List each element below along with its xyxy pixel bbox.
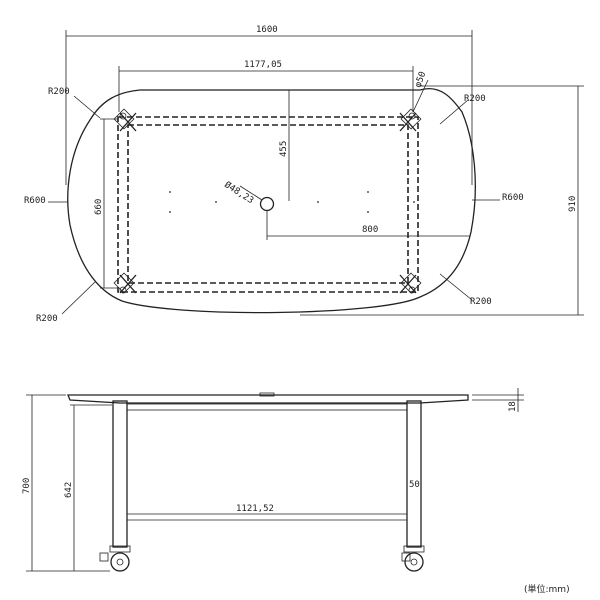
caster-left: [99, 545, 131, 572]
leg-marker-top-left: [113, 108, 137, 132]
dim-label-r200-bottom-left: R200: [36, 314, 58, 324]
leg-marker-bottom-left: [113, 272, 137, 294]
dim-label-660: 660: [94, 199, 104, 215]
dim-label-frame-width: 1177,05: [244, 60, 282, 70]
frame-dashed-outer: [117, 116, 419, 293]
cable-grommet-side: [259, 392, 275, 397]
dim-label-1600: 1600: [256, 25, 278, 35]
dim-width-1600: 1600: [65, 25, 473, 185]
leg-marker-bottom-right: [399, 272, 422, 294]
tabletop-side: [67, 394, 469, 404]
cable-hole: [259, 196, 275, 212]
leg-left: [112, 400, 128, 548]
dim-label-leg-50: 50: [409, 480, 420, 490]
frame-dashed-inner: [127, 124, 409, 284]
dim-frame-width: 1177,05: [118, 60, 414, 112]
leg-marker-top-right: [399, 108, 422, 132]
dim-label-642: 642: [64, 482, 74, 498]
reference-dots: [169, 191, 415, 213]
caster-right: [401, 545, 425, 572]
dim-label-r600-right: R600: [502, 193, 524, 203]
dim-label-455: 455: [279, 141, 289, 157]
dim-label-r200-top-right: R200: [464, 94, 486, 104]
top-view: Ø48,23 1600 1177,05 φ50 R200 R200 R200 R…: [24, 25, 584, 324]
dim-label-r200-bottom-right: R200: [470, 297, 492, 307]
front-view: 1121,52 50 700 642 18: [22, 388, 524, 572]
frame-beam: [126, 403, 408, 411]
dim-label-800: 800: [362, 225, 378, 235]
dim-label-1121: 1121,52: [236, 504, 274, 514]
tabletop-outline: [67, 87, 476, 314]
leg-right: [406, 400, 422, 548]
unit-note: (単位:mm): [524, 583, 570, 595]
dim-label-r200-top-left: R200: [48, 87, 70, 97]
dim-label-910: 910: [568, 196, 578, 212]
dim-label-r600-left: R600: [24, 196, 46, 206]
dim-label-700: 700: [22, 478, 32, 494]
dim-label-18: 18: [508, 401, 518, 412]
